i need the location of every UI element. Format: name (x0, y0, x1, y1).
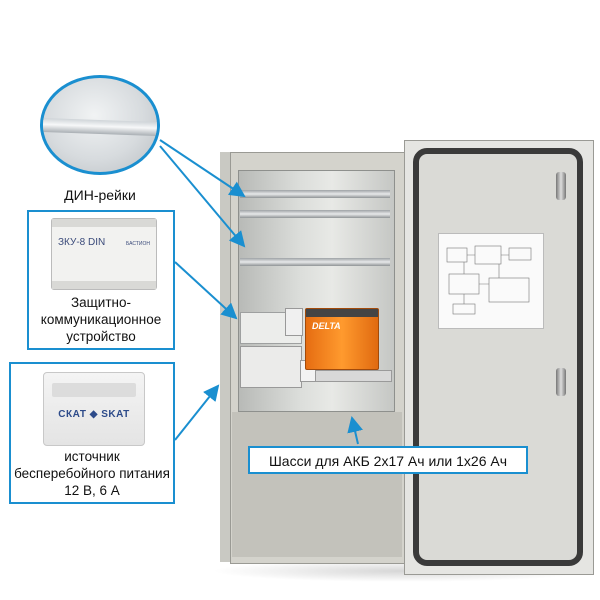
protection-device-caption-line3: устройство (66, 329, 136, 344)
protection-device-image: ЗКУ-8 DIN БАСТИОН (51, 218, 157, 290)
ups-image: СКАТ ◆ SKAT (43, 372, 145, 446)
din-rail-2 (240, 210, 390, 218)
door-lock-top (556, 172, 566, 200)
battery-brand: DELTA (312, 321, 341, 331)
ups-caption-line3: 12 В, 6 А (64, 483, 120, 498)
protection-device-caption-line2: коммуникационное (40, 312, 162, 327)
wiring-diagram (446, 245, 532, 315)
protection-device-brand: БАСТИОН (126, 241, 150, 247)
protection-device-model: ЗКУ-8 DIN (58, 237, 106, 248)
arrow-din-rail-1 (159, 139, 246, 198)
door-lock-bottom (556, 368, 566, 396)
door-gasket (413, 148, 583, 566)
wiring-diagram-sheet (438, 233, 544, 329)
battery: DELTA (305, 308, 379, 370)
arrow-chassis (347, 416, 363, 445)
cabinet-bottom (232, 412, 402, 557)
din-rail-3 (240, 258, 390, 266)
installed-ups (240, 346, 302, 388)
din-rail-magnifier (40, 75, 160, 175)
installed-breaker (285, 308, 303, 336)
protection-device-callout: ЗКУ-8 DIN БАСТИОН Защитно- коммуникацион… (27, 210, 175, 350)
battery-chassis (315, 370, 392, 382)
ups-brand: СКАТ ◆ SKAT (58, 409, 130, 420)
protection-device-caption-line1: Защитно- (71, 295, 131, 310)
ups-callout: СКАТ ◆ SKAT источник бесперебойного пита… (9, 362, 175, 504)
din-rail-1 (240, 190, 390, 198)
cabinet-side (220, 152, 232, 562)
arrow-protection-device (174, 261, 238, 320)
din-rail-caption: ДИН-рейки (64, 187, 136, 203)
chassis-caption: Шасси для АКБ 2х17 Ач или 1х26 Ач (268, 453, 508, 469)
chassis-callout: Шасси для АКБ 2х17 Ач или 1х26 Ач (248, 446, 528, 474)
ups-caption-line2: бесперебойного питания (14, 466, 170, 481)
arrow-din-rail-2 (159, 145, 246, 248)
arrow-ups (174, 384, 220, 441)
ups-caption-line1: источник (64, 449, 120, 464)
